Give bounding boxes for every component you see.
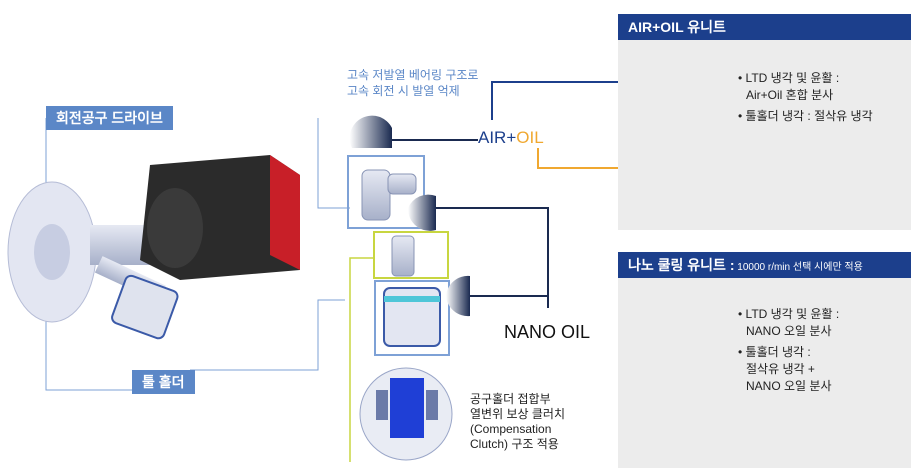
lower-holder-illustration bbox=[383, 287, 441, 347]
bullet-line: • 툴홀더 냉각 : 절삭유 냉각 bbox=[738, 109, 873, 123]
bullet-line: • LTD 냉각 및 윤활 : bbox=[738, 307, 840, 321]
bearing-note: 고속 저발열 베어링 구조로 고속 회전 시 발열 억제 bbox=[347, 67, 478, 99]
air-knob bbox=[349, 115, 392, 148]
clutch-cutaway-illustration bbox=[359, 367, 453, 461]
air-oil-panel bbox=[618, 40, 911, 230]
air-unit-line bbox=[491, 81, 655, 120]
nano-panel bbox=[618, 278, 911, 468]
nano-panel-subtitle: 10000 r/min 선택 시에만 적용 bbox=[734, 262, 863, 273]
bearing-note-line: 고속 저발열 베어링 구조로 bbox=[347, 68, 479, 82]
nano-bullets: • LTD 냉각 및 윤활 : NANO 오일 분사 • 툴홀더 냉각 : 절삭… bbox=[738, 306, 839, 395]
bullet-line: NANO 오일 분사 bbox=[746, 379, 832, 393]
bullet-line: 절삭유 냉각 + bbox=[746, 362, 815, 376]
bullet-line: • 툴홀더 냉각 : bbox=[738, 345, 811, 359]
nano-knob-upper bbox=[407, 194, 436, 231]
air-oil-label: AIR+OIL bbox=[478, 128, 544, 148]
tool-holder-tag: 툴 홀더 bbox=[132, 370, 195, 394]
bullet-line: NANO 오일 분사 bbox=[746, 324, 832, 338]
clutch-note-line: 공구홀더 접합부 bbox=[470, 392, 551, 406]
lower-unit-outline bbox=[374, 280, 450, 356]
nano-line-top bbox=[436, 207, 549, 308]
air-label: AIR+ bbox=[478, 128, 517, 147]
spindle-drive-illustration bbox=[7, 155, 300, 340]
bullet-line: • LTD 냉각 및 윤활 : bbox=[738, 71, 840, 85]
nano-oil-label: NANO OIL bbox=[504, 322, 591, 342]
nano-panel-title: 나노 쿨링 유니트 : 10000 r/min 선택 시에만 적용 bbox=[618, 252, 911, 278]
upper-unit-outline bbox=[347, 155, 425, 229]
holder-pointer-line bbox=[190, 299, 345, 371]
clutch-outline bbox=[373, 231, 449, 279]
clutch-note-line: Clutch) 구조 적용 bbox=[470, 437, 559, 451]
drive-to-assembly-line bbox=[317, 118, 350, 209]
clutch-note-line: 열변위 보상 클러치 bbox=[470, 407, 565, 421]
bullet-line: Air+Oil 혼합 분사 bbox=[746, 88, 834, 102]
nano-line-bottom bbox=[468, 295, 549, 308]
clutch-note: 공구홀더 접합부 열변위 보상 클러치 (Compensation Clutch… bbox=[470, 392, 565, 452]
bearing-note-line: 고속 회전 시 발열 억제 bbox=[347, 84, 460, 98]
upper-nozzle-illustration bbox=[361, 169, 417, 221]
clutch-pointer-line bbox=[349, 257, 374, 462]
nano-panel-title-text: 나노 쿨링 유니트 : bbox=[628, 257, 735, 273]
nano-knob-lower bbox=[446, 275, 470, 317]
clutch-illustration bbox=[391, 235, 415, 277]
clutch-note-line: (Compensation bbox=[470, 422, 552, 436]
air-oil-panel-title: AIR+OIL 유니트 bbox=[618, 14, 911, 40]
spindle-drive-tag: 회전공구 드라이브 bbox=[46, 106, 173, 130]
air-oil-bullets: • LTD 냉각 및 윤활 : Air+Oil 혼합 분사 • 툴홀더 냉각 :… bbox=[738, 70, 873, 125]
oil-label: OIL bbox=[516, 128, 544, 147]
